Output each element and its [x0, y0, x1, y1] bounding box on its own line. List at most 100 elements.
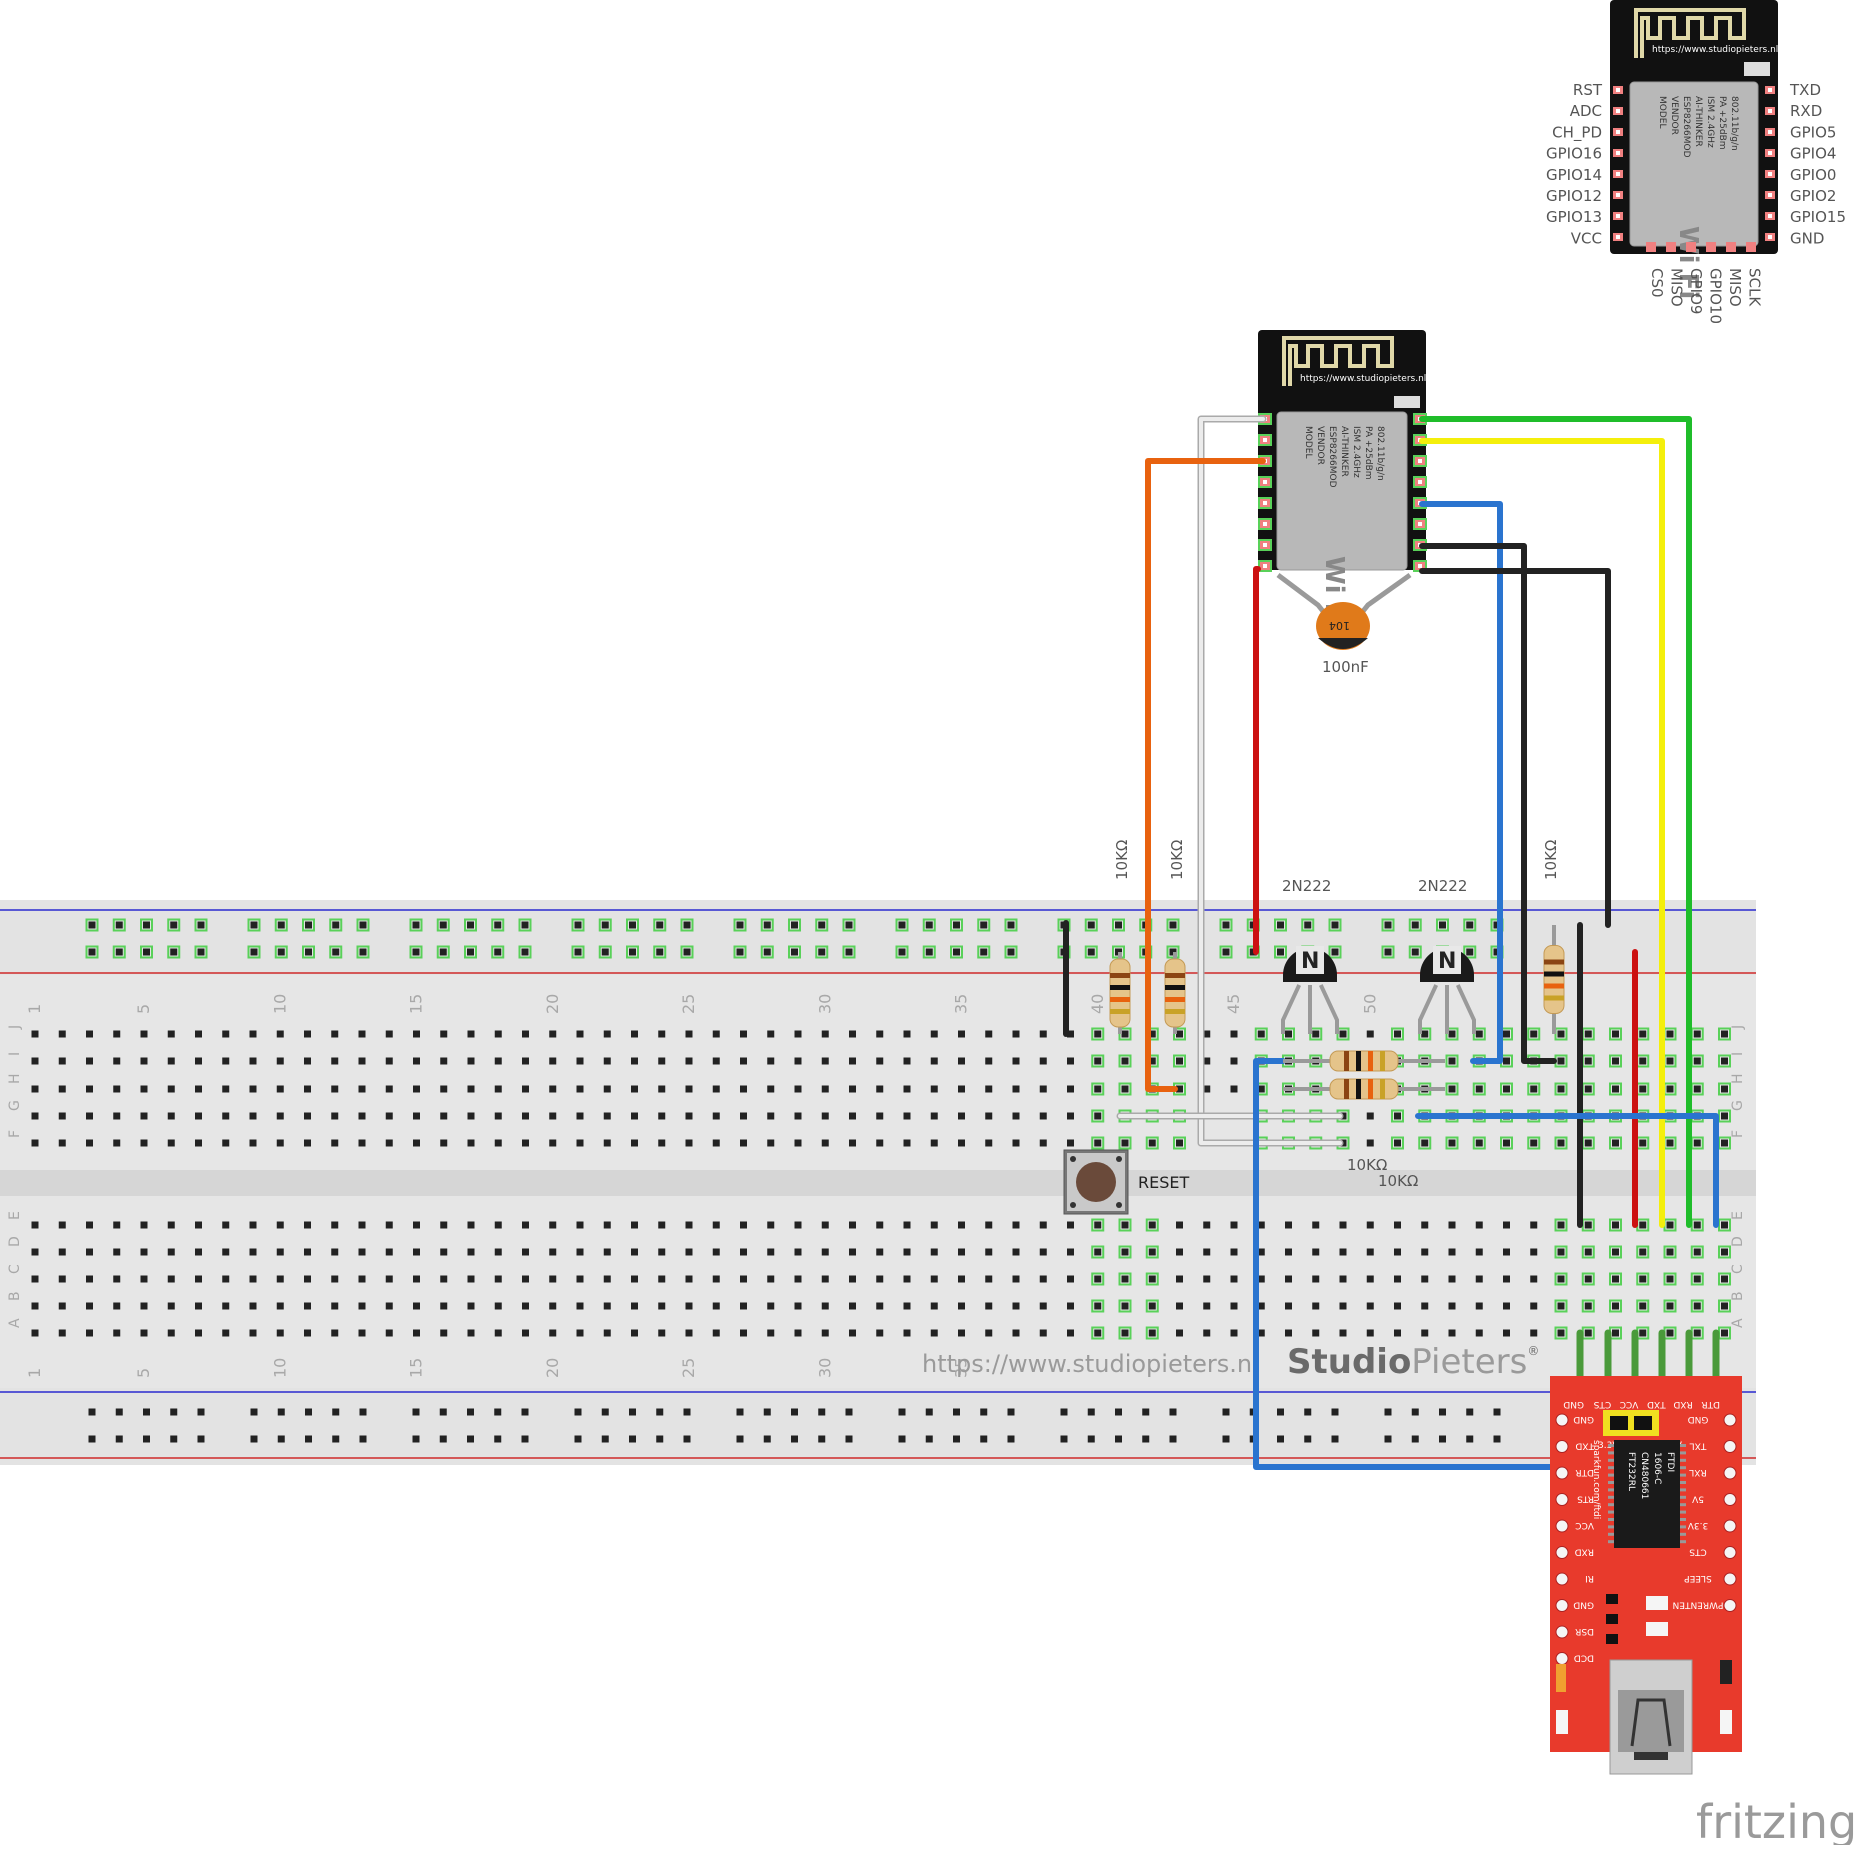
shield-line: 802.11b/g/n — [1729, 96, 1739, 151]
rail-hole — [494, 921, 502, 929]
rail-hole-active — [464, 918, 477, 932]
rail-hole — [818, 1435, 826, 1443]
breadboard-hole-active — [1145, 1245, 1159, 1259]
breadboard-hole — [1693, 1248, 1701, 1256]
resistor-5-band — [1356, 1079, 1361, 1099]
breadboard-hole — [1230, 1275, 1238, 1283]
rail-hole — [521, 921, 529, 929]
breadboard-hole — [631, 1112, 638, 1120]
breadboard-hole — [1584, 1248, 1592, 1256]
breadboard-hole — [849, 1057, 856, 1065]
rail-hole — [412, 1435, 420, 1443]
ftdi-chip-pin — [1608, 1458, 1614, 1462]
resistor-2-band — [1165, 973, 1185, 978]
breadboard-hole — [1067, 1275, 1074, 1283]
breadboard-hole — [740, 1302, 747, 1310]
breadboard-hole — [1448, 1329, 1456, 1337]
rail-hole — [1007, 948, 1015, 956]
breadboard-hole-active — [1391, 1027, 1404, 1041]
breadboard-hole — [930, 1030, 938, 1038]
pin-label-left: GPIO13 — [1546, 208, 1602, 226]
rail-hole — [359, 948, 367, 956]
breadboard-hole — [440, 1139, 448, 1147]
breadboard-hole — [1557, 1329, 1565, 1337]
resistor-label-5: 10KΩ — [1378, 1172, 1418, 1190]
resistor-2-band — [1165, 985, 1185, 990]
rail-hole — [143, 921, 150, 929]
breadboard-hole — [1121, 1275, 1129, 1283]
breadboard-hole — [1257, 1085, 1265, 1093]
breadboard-hole — [740, 1139, 747, 1147]
breadboard-hole — [1475, 1275, 1483, 1283]
esp-pin-hole — [1263, 438, 1267, 442]
breadboard-hole — [1666, 1302, 1674, 1310]
breadboard-hole — [985, 1112, 993, 1120]
rail-hole-active — [653, 945, 667, 959]
breadboard-hole — [1121, 1221, 1129, 1229]
breadboard-hole — [31, 1248, 39, 1256]
breadboard-hole — [140, 1221, 148, 1229]
reset-button[interactable]: RESET — [1063, 1149, 1189, 1215]
rail-hole-active — [571, 945, 585, 959]
breadboard-hole — [985, 1329, 993, 1337]
breadboard-hole-active — [1581, 1272, 1595, 1286]
breadboard-hole-active — [1609, 1245, 1622, 1259]
breadboard-hole — [140, 1248, 148, 1256]
rail-hole — [1060, 1408, 1068, 1416]
breadboard-hole — [276, 1030, 284, 1038]
resistor-label-4: 10KΩ — [1347, 1156, 1387, 1174]
breadboard-hole — [1094, 1057, 1102, 1065]
breadboard-hole — [1012, 1030, 1020, 1038]
rail-hole — [925, 1408, 933, 1416]
esp-ref-url: https://www.studiopieters.nl — [1652, 45, 1778, 55]
breadboard-hole-active — [1527, 1027, 1541, 1041]
breadboard-hole — [631, 1221, 638, 1229]
breadboard-hole-active — [1445, 1082, 1459, 1096]
breadboard-hole — [1394, 1302, 1401, 1310]
esp-pin-hole — [1418, 522, 1422, 526]
breadboard-hole — [195, 1248, 202, 1256]
breadboard-hole — [86, 1275, 93, 1283]
breadboard-hole-active — [1118, 1054, 1132, 1068]
breadboard-hole — [467, 1030, 475, 1038]
resistor-3-band — [1544, 995, 1564, 1001]
breadboard-hole — [249, 1030, 257, 1038]
breadboard-hole — [195, 1302, 202, 1310]
breadboard-hole — [222, 1112, 230, 1120]
breadboard-url: https://www.studiopieters.nl — [922, 1350, 1259, 1378]
ftdi-top-pin-label: TXD — [1647, 1399, 1667, 1409]
shield-line: VENDOR — [1669, 96, 1679, 135]
breadboard-hole-active — [1418, 1136, 1432, 1150]
breadboard-hole — [1612, 1302, 1619, 1310]
pin-label-bottom: CS0 — [1648, 268, 1666, 298]
row-letter-right: G — [1730, 1100, 1746, 1111]
breadboard-hole — [903, 1248, 911, 1256]
rail-hole — [143, 948, 150, 956]
breadboard-hole — [1475, 1302, 1483, 1310]
column-number-top: 15 — [407, 994, 426, 1014]
breadboard-hole — [903, 1030, 911, 1038]
rail-hole — [1331, 1435, 1339, 1443]
breadboard-hole-active — [1118, 1272, 1132, 1286]
ftdi-chip-line: CN480661 — [1639, 1452, 1649, 1499]
breadboard-hole — [1721, 1112, 1728, 1120]
breadboard-hole — [467, 1139, 475, 1147]
breadboard-hole-active — [1527, 1082, 1541, 1096]
breadboard-hole — [385, 1221, 393, 1229]
ftdi-chip-pin — [1608, 1525, 1614, 1529]
breadboard-hole — [549, 1275, 557, 1283]
rail-hole — [845, 921, 853, 929]
rail-hole — [1331, 1408, 1339, 1416]
row-letter-right: H — [1730, 1073, 1746, 1084]
breadboard-hole — [685, 1275, 693, 1283]
breadboard-hole — [1448, 1030, 1456, 1038]
breadboard-hole — [249, 1275, 257, 1283]
breadboard-hole — [331, 1221, 339, 1229]
transistor-2-leg — [1455, 984, 1476, 1034]
breadboard-hole — [1721, 1030, 1728, 1038]
rail-hole — [143, 1435, 150, 1443]
breadboard-hole — [1176, 1248, 1183, 1256]
shield-line: PA +25dBm — [1363, 426, 1373, 480]
row-letter-left: G — [7, 1100, 23, 1111]
